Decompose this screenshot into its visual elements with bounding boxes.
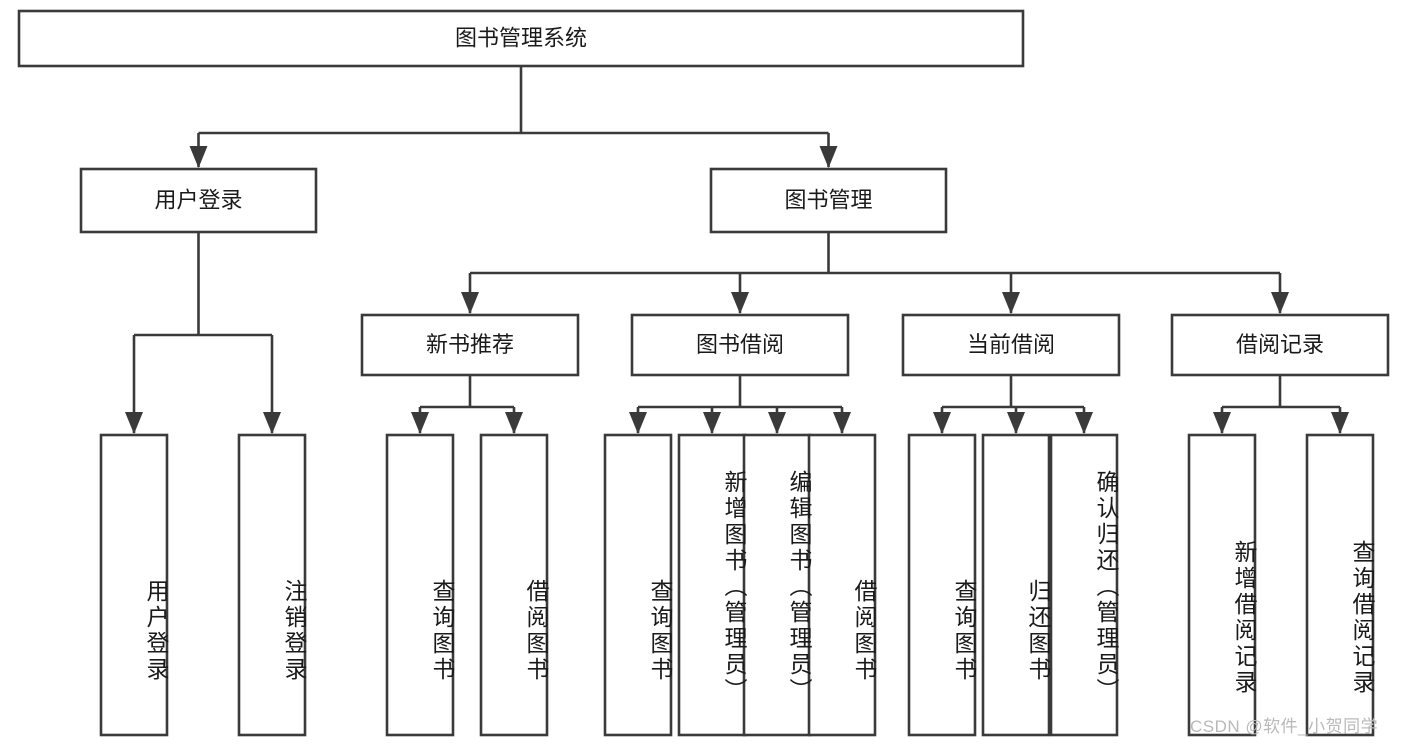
node-root-label: 图书管理系统 bbox=[455, 25, 587, 50]
arrow-head-icon bbox=[263, 412, 281, 434]
arrow-head-icon bbox=[1007, 412, 1025, 434]
arrow-head-icon bbox=[505, 412, 523, 434]
arrow-head-icon bbox=[461, 292, 479, 314]
arrow-head-icon bbox=[1331, 412, 1349, 434]
node-leaf-add-borrow-record-rect bbox=[1187, 433, 1257, 737]
node-leaf-edit-book-rect bbox=[742, 433, 812, 737]
node-current-borrow-rect bbox=[901, 313, 1121, 377]
arrow-head-icon bbox=[189, 146, 208, 168]
node-leaf-query-borrow-record[interactable] bbox=[1305, 433, 1375, 737]
node-leaf-borrow-book-2[interactable] bbox=[807, 433, 877, 737]
arrow-head-icon bbox=[1075, 412, 1093, 434]
node-user-login-label: 用户登录 bbox=[154, 187, 242, 212]
node-current-borrow[interactable]: 当前借阅 bbox=[901, 313, 1121, 377]
node-leaf-query-book-2-rect bbox=[603, 433, 673, 737]
node-leaf-user-login[interactable] bbox=[99, 433, 169, 737]
node-book-borrow[interactable]: 图书借阅 bbox=[630, 313, 850, 377]
arrow-head-icon bbox=[1002, 292, 1020, 314]
arrow-head-icon bbox=[768, 412, 786, 434]
node-leaf-add-book-rect bbox=[677, 433, 747, 737]
watermark-text: CSDN @软件_小贺同学 bbox=[1190, 717, 1379, 736]
arrow-head-icon bbox=[1213, 412, 1231, 434]
node-root-rect bbox=[17, 9, 1025, 68]
node-leaf-return-book[interactable] bbox=[981, 433, 1051, 737]
arrow-head-icon bbox=[933, 412, 951, 434]
node-borrow-record[interactable]: 借阅记录 bbox=[1170, 313, 1390, 377]
node-leaf-query-book-3[interactable] bbox=[907, 433, 977, 737]
node-leaf-user-login-rect bbox=[99, 433, 169, 737]
arrow-head-icon bbox=[703, 412, 721, 434]
node-book-management[interactable]: 图书管理 bbox=[709, 167, 948, 234]
node-leaf-add-borrow-record[interactable] bbox=[1187, 433, 1257, 737]
node-leaf-edit-book[interactable] bbox=[742, 433, 812, 737]
node-book-management-label: 图书管理 bbox=[784, 187, 872, 212]
node-user-login[interactable]: 用户登录 bbox=[79, 167, 318, 234]
arrow-head-icon bbox=[731, 292, 749, 314]
node-current-borrow-label: 当前借阅 bbox=[967, 332, 1055, 357]
arrow-head-icon bbox=[833, 412, 851, 434]
node-leaf-return-book-rect bbox=[981, 433, 1051, 737]
node-borrow-record-label: 借阅记录 bbox=[1236, 332, 1324, 357]
node-book-borrow-rect bbox=[630, 313, 850, 377]
arrow-head-icon bbox=[629, 412, 647, 434]
node-book-borrow-label: 图书借阅 bbox=[696, 332, 784, 357]
node-leaf-borrow-book-1[interactable] bbox=[479, 433, 549, 737]
node-leaf-borrow-book-1-rect bbox=[479, 433, 549, 737]
node-borrow-record-rect bbox=[1170, 313, 1390, 377]
arrow-head-icon bbox=[411, 412, 429, 434]
node-leaf-confirm-return-rect bbox=[1049, 433, 1119, 737]
node-leaf-query-book-1[interactable] bbox=[385, 433, 455, 737]
node-new-book-recommend[interactable]: 新书推荐 bbox=[360, 313, 580, 377]
node-leaf-add-book[interactable] bbox=[677, 433, 747, 737]
node-leaf-user-logout-rect bbox=[237, 433, 307, 737]
node-leaf-confirm-return[interactable] bbox=[1049, 433, 1119, 737]
node-book-management-rect bbox=[709, 167, 948, 234]
arrow-head-icon bbox=[125, 412, 143, 434]
node-root[interactable]: 图书管理系统 bbox=[17, 9, 1025, 68]
node-leaf-borrow-book-2-rect bbox=[807, 433, 877, 737]
node-leaf-query-book-2[interactable] bbox=[603, 433, 673, 737]
arrow-head-icon bbox=[819, 146, 838, 168]
node-leaf-query-borrow-record-rect bbox=[1305, 433, 1375, 737]
node-new-book-recommend-label: 新书推荐 bbox=[426, 332, 514, 357]
arrow-head-icon bbox=[1271, 292, 1289, 314]
node-leaf-user-logout[interactable] bbox=[237, 433, 307, 737]
node-new-book-recommend-rect bbox=[360, 313, 580, 377]
node-leaf-query-book-1-rect bbox=[385, 433, 455, 737]
node-leaf-query-book-3-rect bbox=[907, 433, 977, 737]
